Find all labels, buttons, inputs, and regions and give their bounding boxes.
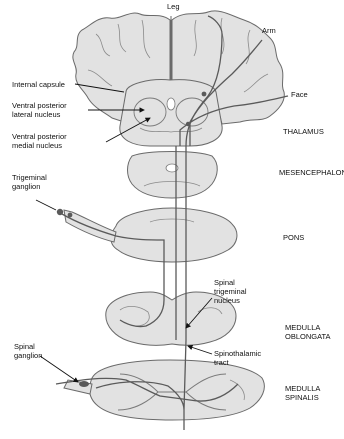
spinal-cord-shape — [90, 360, 265, 420]
mesencephalon-shape — [128, 152, 218, 199]
trigeminal-ganglion-cell — [68, 213, 73, 218]
label-vpl-line2: lateral nucleus — [12, 110, 61, 119]
label-trigeminal-line2: ganglion — [12, 182, 40, 191]
label-leg: Leg — [167, 2, 180, 11]
label-vpm-line2: medial nucleus — [12, 141, 62, 150]
region-mesencephalon: MESENCEPHALON — [279, 168, 344, 177]
region-medulla-oblongata-line1: MEDULLA — [285, 323, 320, 332]
spinal-ganglion-cell — [79, 381, 89, 387]
label-spinal-trigeminal-line3: nucleus — [214, 296, 240, 305]
label-spinal-ganglion-line2: ganglion — [14, 351, 42, 360]
label-spinothalamic-line1: Spinothalamic — [214, 349, 261, 358]
medulla-spinalis-section — [64, 360, 264, 420]
region-medulla-spinalis-line1: MEDULLA — [285, 384, 320, 393]
spinothalamic-leader — [188, 346, 212, 354]
thalamic-relay-cell — [186, 122, 190, 126]
trigeminal-ganglion-cell — [57, 209, 63, 215]
label-spinothalamic-line2: tract — [214, 358, 230, 367]
mesencephalon-section — [128, 152, 218, 199]
label-vpl-line1: Ventral posterior — [12, 101, 67, 110]
pons-shape — [111, 208, 237, 262]
spinal-ganglion-leader — [40, 356, 78, 382]
thalamus-shape — [120, 80, 222, 146]
label-face: Face — [291, 90, 308, 99]
label-internal-capsule: Internal capsule — [12, 80, 65, 89]
region-pons: PONS — [283, 233, 304, 242]
region-thalamus: THALAMUS — [283, 127, 324, 136]
label-arm: Arm — [262, 26, 276, 35]
thalamus-section — [120, 80, 222, 146]
region-medulla-oblongata-line2: OBLONGATA — [285, 332, 331, 341]
thalamic-relay-cell — [202, 92, 207, 97]
label-spinal-ganglion-line1: Spinal — [14, 342, 35, 351]
label-spinal-trigeminal-line2: trigeminal — [214, 287, 247, 296]
label-spinal-trigeminal-line1: Spinal — [214, 278, 235, 287]
label-vpm-line1: Ventral posterior — [12, 132, 67, 141]
label-trigeminal-line1: Trigeminal — [12, 173, 47, 182]
region-medulla-spinalis-line2: SPINALIS — [285, 393, 319, 402]
trigeminal-ganglion-leader — [36, 200, 56, 210]
pons-section — [64, 208, 237, 262]
third-ventricle — [167, 98, 175, 110]
